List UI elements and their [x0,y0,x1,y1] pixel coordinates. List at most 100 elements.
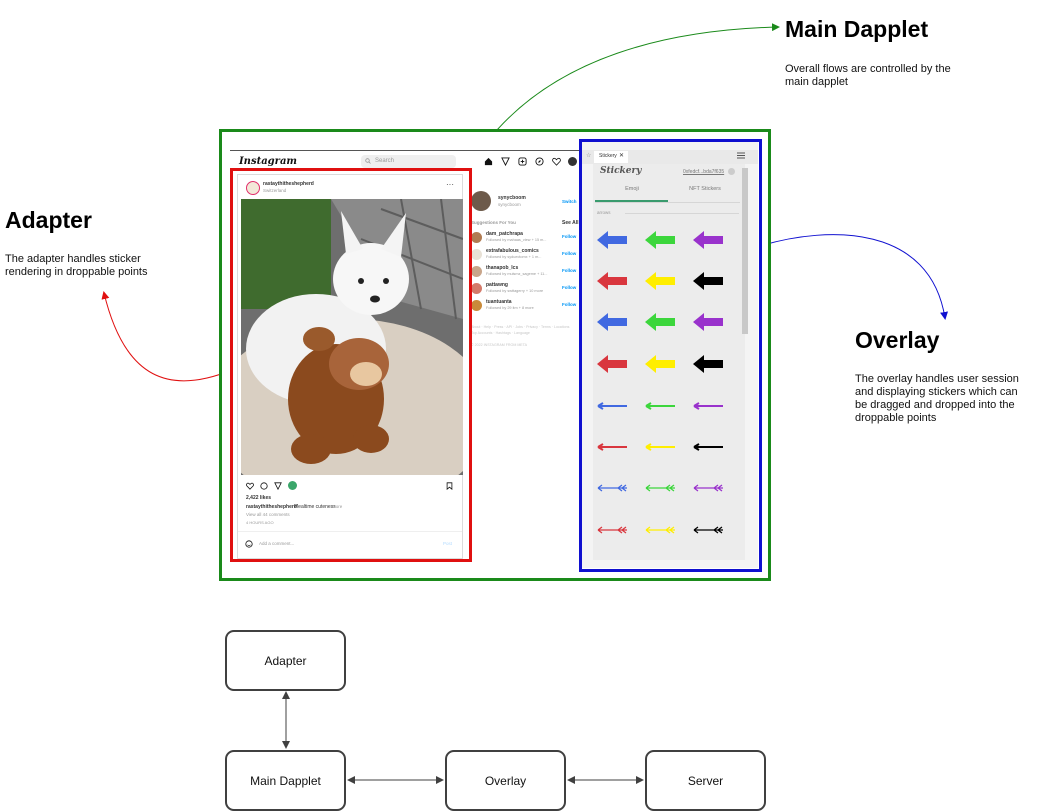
arrow-sticker[interactable] [597,402,627,410]
suggestion-item: dam_patchrapa Followed by mahaas_view + … [471,230,577,246]
close-tab-icon[interactable]: ✕ [619,153,625,159]
adapter-box: Adapter [225,630,346,691]
server-box: Server [645,750,766,811]
tabs-divider [595,202,740,203]
instagram-logo: Instagram [239,156,297,167]
scrollbar-thumb[interactable] [742,168,748,334]
adapter-frame [230,168,472,562]
caption-more-link[interactable]: more [332,504,343,509]
tab-nft-stickers[interactable]: NFT Stickers [689,186,721,192]
main-dapplet-frame [219,129,771,581]
stickery-logo: Stickery [600,166,642,176]
arrow-sticker[interactable] [693,526,723,534]
main-dapplet-box-label: Main Dapplet [250,773,321,788]
suggestion-name[interactable]: tuantuanta [486,299,512,305]
my-avatar[interactable] [471,191,491,211]
active-tab-indicator [595,200,668,202]
arrow-sticker[interactable] [645,313,675,331]
suggestion-name[interactable]: dam_patchrapa [486,231,523,237]
emoji-icon[interactable] [245,540,253,548]
arrow-sticker[interactable] [597,272,627,290]
suggestion-avatar[interactable] [471,266,482,277]
sticker-grid [597,231,723,534]
arrow-sticker[interactable] [693,484,723,492]
user-avatar-icon[interactable] [728,168,735,175]
switch-link[interactable]: Switch [562,199,577,204]
arrow-sticker[interactable] [645,402,675,410]
new-post-icon[interactable] [518,157,527,166]
wallet-address[interactable]: 0xfedcf...bda7f635 [683,169,725,175]
like-icon[interactable] [246,482,254,490]
footer-links[interactable]: About · Help · Press · API · Jobs · Priv… [471,325,570,329]
view-comments-link[interactable]: View all 44 comments [246,512,290,517]
arrow-sticker[interactable] [597,313,627,331]
arrow-sticker[interactable] [645,272,675,290]
tab-emoji[interactable]: Emoji [625,186,639,192]
arrow-sticker[interactable] [597,231,627,249]
post-username[interactable]: rastaythitheshepherd [263,181,314,187]
adapter-description: The adapter handles sticker rendering in… [5,253,148,278]
share-icon[interactable] [274,482,282,490]
arrow-sticker[interactable] [597,443,627,451]
add-comment-input[interactable]: Add a comment... [259,541,295,546]
suggestion-sub: Followed by swttagerry + 10 more [486,289,544,293]
pin-icon[interactable]: ☆ [586,153,592,159]
comment-icon[interactable] [260,482,268,490]
heart-icon[interactable] [552,157,561,166]
overlay-box: Overlay [445,750,566,811]
follow-button[interactable]: Follow [562,302,577,307]
arrow-sticker[interactable] [693,231,723,249]
more-options-icon[interactable]: ··· [446,180,454,189]
arrow-sticker[interactable] [597,355,627,373]
comment-divider [238,531,462,532]
suggestion-name[interactable]: pattawng [486,282,508,288]
arrow-sticker[interactable] [645,484,675,492]
arrow-sticker[interactable] [597,526,627,534]
suggestion-avatar[interactable] [471,232,482,243]
follow-button[interactable]: Follow [562,234,577,239]
arrow-sticker[interactable] [645,443,675,451]
arrow-sticker[interactable] [597,484,627,492]
follow-button[interactable]: Follow [562,285,577,290]
suggestion-sub: Followed by mahaas_view + 15 m... [486,238,547,242]
main-dapplet-connector [496,23,780,131]
search-input[interactable]: Search [361,155,456,168]
suggestion-avatar[interactable] [471,300,482,311]
suggestions-title: Suggestions For You [471,220,516,225]
footer-links-2[interactable]: Top Accounts · Hashtags · Language [471,331,530,335]
arrow-sticker[interactable] [693,443,723,451]
follow-button[interactable]: Follow [562,268,577,273]
home-icon[interactable] [484,157,493,166]
arrow-sticker[interactable] [693,402,723,410]
post-location[interactable]: Switzerland [263,188,287,193]
direct-icon[interactable] [501,157,510,166]
post-comment-button[interactable]: Post [443,541,453,546]
arrow-sticker[interactable] [645,231,675,249]
suggestion-item: thanapob_lcs Followed by mulsmz_sageme +… [471,264,577,280]
arrow-sticker[interactable] [693,313,723,331]
caption-username[interactable]: rastaythitheshepherd [246,504,297,510]
dapplet-sticker-icon[interactable] [288,481,297,490]
arrow-sticker[interactable] [645,526,675,534]
suggestion-avatar[interactable] [471,283,482,294]
profile-avatar[interactable] [568,157,577,166]
suggestion-name[interactable]: thanapob_lcs [486,265,519,271]
overlay-heading: Overlay [855,327,940,353]
arrow-sticker[interactable] [645,355,675,373]
suggestion-name[interactable]: extrafabulous_comics [486,248,539,254]
post-author-avatar[interactable] [246,181,260,195]
post-likes: 2,422 likes [246,495,272,501]
save-icon[interactable] [446,482,453,490]
explore-icon[interactable] [535,157,544,166]
arrow-sticker[interactable] [693,272,723,290]
menu-icon[interactable] [737,152,745,159]
suggestion-avatar[interactable] [471,249,482,260]
overlay-box-label: Overlay [484,773,527,788]
overlay-tab[interactable]: Stickery [594,151,628,163]
my-username[interactable]: synycboom [498,195,526,201]
arrow-sticker[interactable] [693,355,723,373]
see-all-link[interactable]: See All [562,220,579,226]
follow-button[interactable]: Follow [562,251,577,256]
browser-top-line [230,150,750,151]
